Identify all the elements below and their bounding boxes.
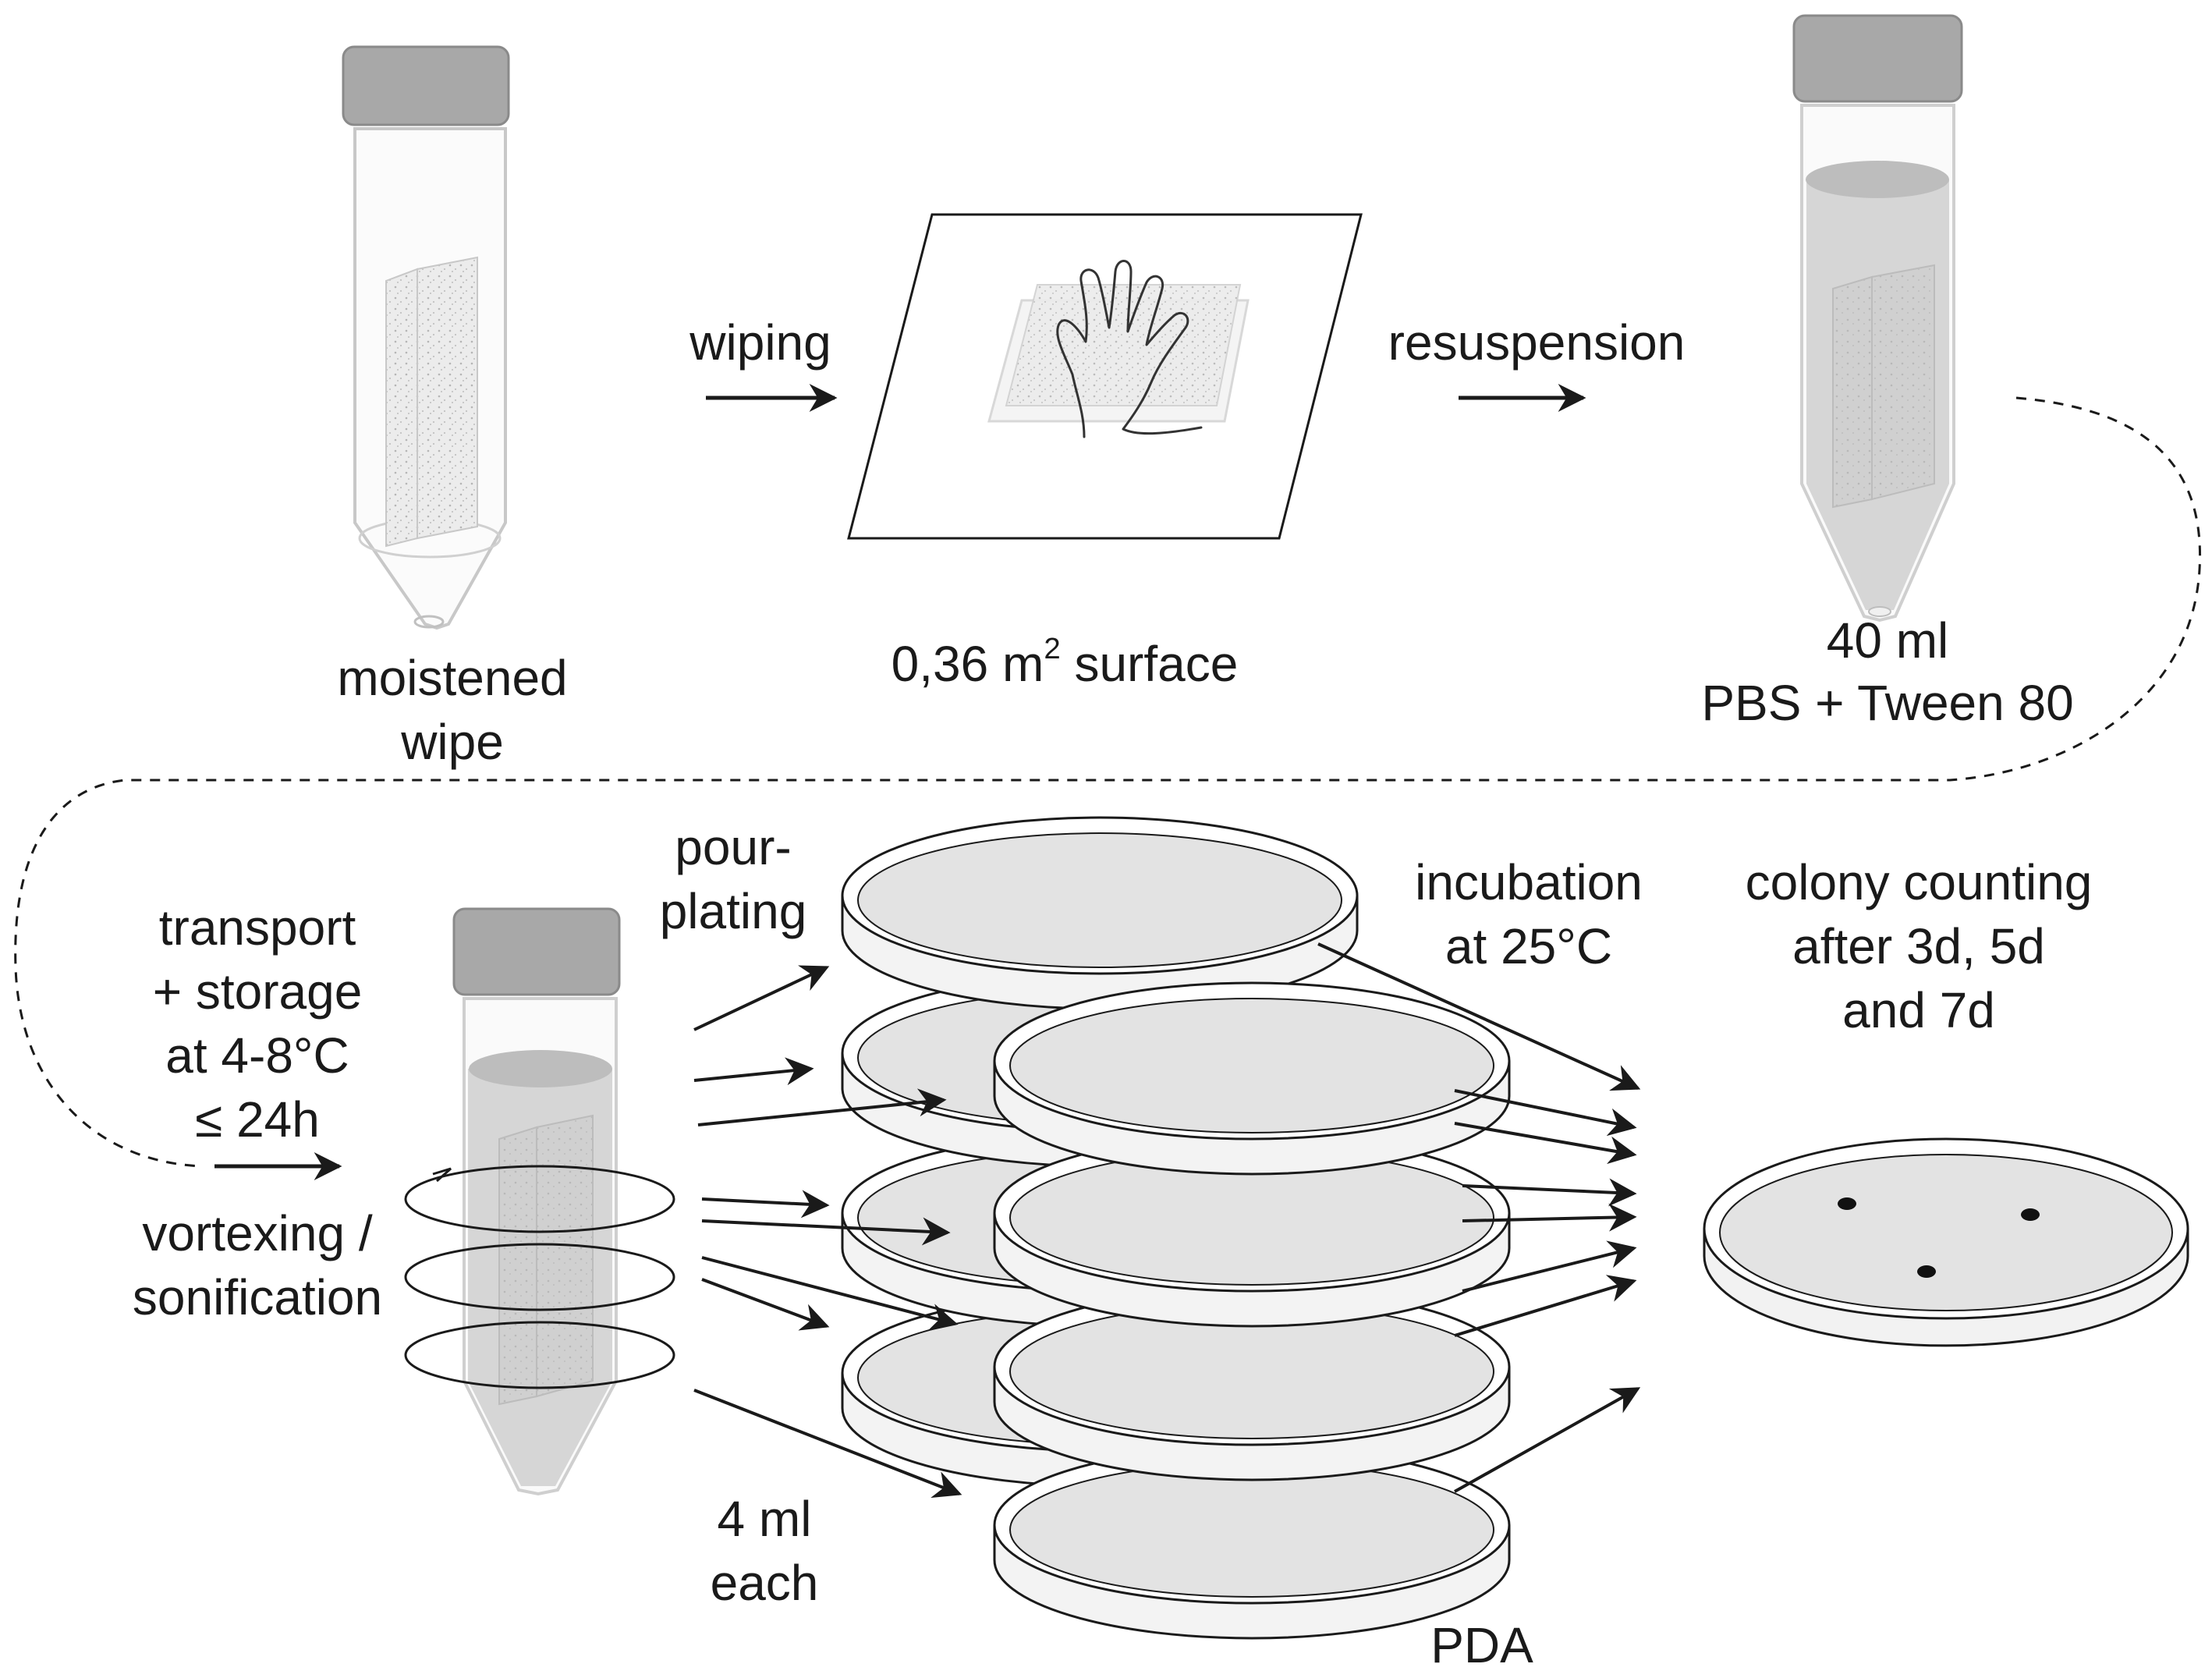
colony-counting-line-3: and 7d [1842, 982, 1995, 1038]
incubation-line-1: incubation [1415, 854, 1643, 910]
dashed-connector-line [14, 396, 2201, 1168]
vortex-ring-icon [404, 1165, 675, 1233]
tube-filled-40ml [1792, 14, 1963, 623]
petri-dish-icon [993, 1287, 1511, 1481]
colony-dot-icon [1838, 1197, 1856, 1210]
volume-each-label: 4 ml each [671, 1487, 858, 1615]
colony-dot-icon [1917, 1265, 1936, 1278]
tube-cap-icon [1792, 14, 1963, 103]
vortex-ring-icon [404, 1321, 675, 1389]
transport-line-2: + storage [152, 963, 363, 1020]
volume-each-line-1: 4 ml [717, 1491, 812, 1547]
transport-line-3: at 4-8°C [165, 1027, 349, 1084]
moistened-wipe-line-2: wipe [401, 714, 504, 770]
petri-dish-icon [993, 1133, 1511, 1328]
tube-vortexing [404, 907, 675, 1496]
plating-arrows [693, 965, 962, 1498]
arrow-icon [1317, 942, 1641, 1091]
arrow-icon [701, 1256, 959, 1332]
buffer-label: PBS + Tween 80 [1701, 675, 2074, 731]
hand-icon [1056, 260, 1203, 438]
surface-unit: surface [1060, 636, 1239, 692]
arrow-icon [1462, 1203, 1637, 1232]
arrow-icon [1454, 1275, 1637, 1337]
colony-counting-label: colony counting after 3d, 5d and 7d [1700, 850, 2137, 1042]
pour-plating-line-2: plating [659, 883, 807, 939]
arrow-icon [1462, 1178, 1637, 1207]
moistened-wipe-label: moistened wipe [296, 646, 608, 774]
pda-medium-label: PDA [1430, 1617, 1533, 1673]
pour-plating-label: pour- plating [640, 815, 827, 943]
transport-storage-label: transport + storage at 4-8°C ≤ 24h [117, 896, 398, 1151]
wipe-icon [498, 1126, 537, 1406]
vortexing-line-1: vortexing / [142, 1205, 373, 1261]
tube-empty-with-wipe [342, 45, 510, 630]
wiping-label: wiping [689, 314, 831, 371]
volume-label: 40 ml [1826, 612, 1949, 669]
tube-cap-icon [452, 907, 621, 996]
wipe-icon [1832, 275, 1873, 509]
arrow-icon [1454, 1387, 1641, 1493]
arrow-icon [1462, 1240, 1637, 1293]
wipe-icon [385, 268, 418, 548]
petri-dish-icon [993, 981, 1511, 1176]
incubation-line-2: at 25°C [1445, 918, 1613, 974]
surface-value: 0,36 m [891, 636, 1044, 692]
pour-plating-line-1: pour- [675, 819, 792, 875]
arrow-icon [693, 965, 830, 1031]
vortexing-line-2: sonification [132, 1269, 383, 1325]
surface-exponent: 2 [1044, 632, 1061, 666]
volume-each-line-2: each [710, 1555, 819, 1611]
arrow-icon [701, 1217, 951, 1246]
arrow-icon [693, 1057, 814, 1086]
incubation-label: incubation at 25°C [1381, 850, 1677, 978]
transport-line-1: transport [158, 899, 356, 956]
colony-counting-line-1: colony counting [1745, 854, 2093, 910]
arrow-icon [701, 1278, 830, 1331]
arrow-icon [1454, 1089, 1637, 1137]
moistened-wipe-line-1: moistened [337, 650, 568, 706]
colony-dot-icon [2021, 1208, 2040, 1221]
vortex-ring-icon [404, 1243, 675, 1311]
colony-counting-line-2: after 3d, 5d [1792, 918, 2045, 974]
colony-plate [1703, 1137, 2189, 1347]
petri-dish-icon [841, 816, 1359, 1010]
wiping-surface [847, 213, 1363, 540]
tube-cap-icon [342, 45, 510, 126]
arrow-icon [701, 1190, 830, 1219]
arrow-icon [697, 1088, 947, 1126]
arrow-icon [693, 1389, 962, 1498]
surface-area-label: 0,36 m2 surface [850, 632, 1279, 696]
transport-line-4: ≤ 24h [195, 1091, 320, 1148]
vortexing-label: vortexing / sonification [101, 1201, 413, 1329]
petri-dish-stack [841, 816, 1511, 1640]
arrow-icon [1454, 1122, 1637, 1165]
resuspension-label: resuspension [1388, 314, 1686, 371]
petri-dish-icon [993, 1446, 1511, 1640]
incubation-arrows [1317, 942, 1641, 1493]
